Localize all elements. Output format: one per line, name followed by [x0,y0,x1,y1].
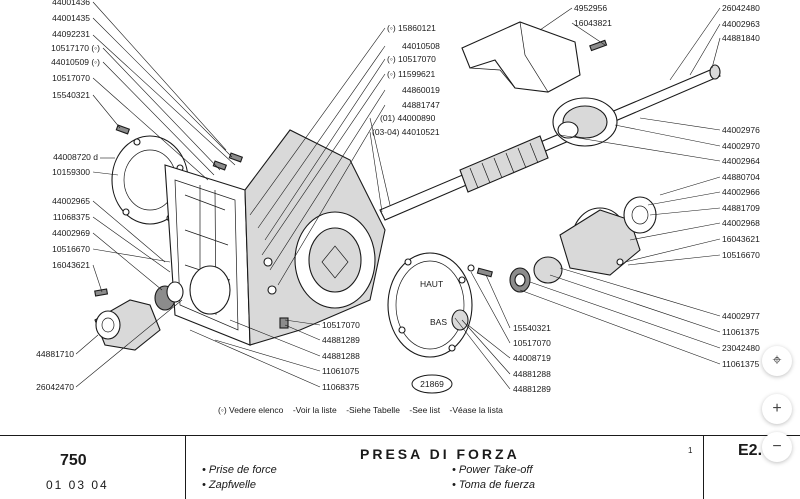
callouts-right: 26042480 44002963 44881840 44002976 4400… [722,3,760,369]
part-number: 26042480 [722,3,760,13]
output-flange [559,196,657,276]
part-number: (◦) 15860121 [387,23,436,33]
cover-plate: HAUT BAS [387,252,473,358]
part-number: 44002977 [722,311,760,321]
part-number: 11068375 [53,212,90,222]
part-number: 4952956 [574,3,607,13]
title-english: • Power Take-off [452,464,533,476]
title-block: 750 01 03 04 PRESA DI FORZA • Prise de f… [0,435,800,499]
title-french: • Prise de force [202,464,277,476]
haut-label: HAUT [420,279,443,289]
date-code: 01 03 04 [46,478,109,492]
seal-ring [467,256,563,293]
part-number: 44092231 [52,29,90,39]
part-number: 44002964 [722,156,760,166]
part-number: 10517170 (◦) [51,43,100,53]
top-cover [461,21,608,93]
bas-label: BAS [430,317,447,327]
part-number: 44881747 [402,100,440,110]
part-number: 11068375 [322,382,359,392]
zoom-out-button[interactable]: − [762,432,792,462]
part-number: 44010509 (◦) [51,57,100,67]
part-number: 44881289 [513,384,551,394]
leader-lines [75,1,721,390]
part-number: 44008719 [513,353,551,363]
part-number: 44880704 [722,172,760,182]
small-flange [94,281,184,351]
part-number: 44008720 d [53,152,98,162]
part-number: 44881288 [513,369,551,379]
part-number: 11061375 [722,327,759,337]
part-number: 44002963 [722,19,760,29]
part-number: 44001435 [52,13,90,23]
zoom-in-button[interactable]: + [762,394,792,424]
part-number: 15540321 [513,323,551,333]
part-number: 15540321 [52,90,90,100]
callouts-bottom: 10517070 44881289 44881288 11061075 1106… [322,320,551,394]
part-number: 44002970 [722,141,760,151]
part-number: (03-04) 44010521 [372,127,440,137]
figure-number: 21869 [411,374,453,394]
part-number: 44881288 [322,351,360,361]
part-number: 44010508 [402,41,440,51]
part-number: 44881709 [722,203,760,213]
divider [703,436,704,499]
expand-icon[interactable]: ⌖ [762,346,792,376]
title-spanish: • Toma de fuerza [452,479,535,491]
part-number: 10517070 [322,320,360,330]
model-number: 750 [60,452,87,469]
part-number: 44002966 [722,187,760,197]
callouts-center: (◦) 15860121 44010508 (◦) 10517070 (◦) 1… [372,3,612,137]
part-number: 44002969 [52,228,90,238]
section-code: E2. [738,442,763,459]
part-number: (◦) 10517070 [387,54,436,64]
page-title: PRESA DI FORZA [360,446,520,462]
part-number: 16043821 [574,18,612,28]
divider [185,436,186,499]
part-number: 44860019 [402,85,440,95]
part-number: 44881710 [36,349,74,359]
part-number: 10516670 [722,250,760,260]
part-number: 10517070 [52,73,90,83]
bearing [552,97,618,147]
part-number: 11061375 [722,359,759,369]
bolt [94,124,244,297]
part-number: 10517070 [513,338,551,348]
part-number: 16043621 [52,260,90,270]
part-number: 44002976 [722,125,760,135]
title-german: • Zapfwelle [202,479,256,491]
part-number: 44881289 [322,335,360,345]
part-number: 10516670 [52,244,90,254]
part-number: 16043621 [722,234,760,244]
part-number: 23042480 [722,343,760,353]
part-number: (01) 44000890 [380,113,436,123]
part-number: 44002968 [722,218,760,228]
legend-note: (◦) Vedere elenco -Voir la liste -Siehe … [218,405,503,415]
sheet-mark: 1 [688,446,693,455]
callouts-left: 44001436 44001435 44092231 10517170 (◦) … [36,0,100,392]
part-number: 11061075 [322,366,359,376]
part-number: 44002965 [52,196,90,206]
part-number: 26042470 [36,382,74,392]
part-number: 44881840 [722,33,760,43]
part-number: 44001436 [52,0,90,7]
part-number: (◦) 11599621 [387,69,435,79]
part-number: 10159300 [52,167,90,177]
figure-number-text: 21869 [420,379,444,389]
gearbox-housing [164,129,386,346]
